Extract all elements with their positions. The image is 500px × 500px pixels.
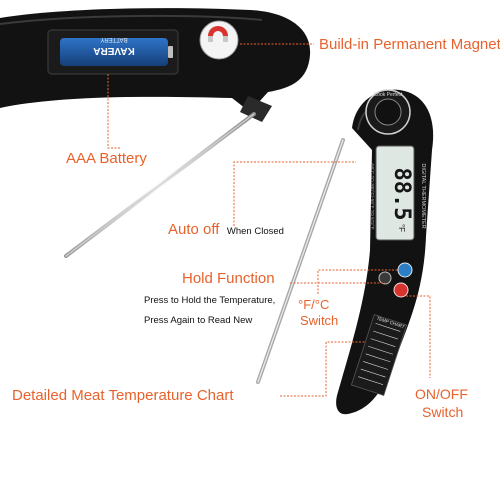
chart-callout-line bbox=[280, 341, 366, 397]
unit-switch-button[interactable] bbox=[397, 262, 413, 278]
hold-function-callout: Hold Function bbox=[182, 270, 275, 287]
battery-terminal bbox=[168, 46, 173, 58]
onoff-callout-line-2: Switch bbox=[422, 404, 464, 420]
lcd-unit: °F bbox=[397, 224, 406, 232]
auto-off-note: When Closed bbox=[226, 226, 284, 237]
magnet-badge bbox=[199, 20, 239, 60]
dial-ring-text: Cook Perfect bbox=[374, 92, 404, 98]
hold-note-line-1: Press to Hold the Temperature, bbox=[144, 295, 276, 306]
hold-button[interactable] bbox=[378, 271, 392, 285]
magnet-icon bbox=[208, 26, 228, 36]
lcd-reading: 88.5 bbox=[389, 168, 414, 221]
auto-off-callout: Auto off When Closed bbox=[168, 222, 284, 238]
lcd-model-label: DIGITAL THERMOMETER bbox=[420, 163, 426, 228]
unit-switch-callout-line-1: °F/°C bbox=[298, 297, 330, 312]
temperature-chart-panel bbox=[350, 314, 408, 396]
battery-type-label: BATTERY bbox=[100, 36, 127, 42]
magnet-callout: Build-in Permanent Magnet bbox=[319, 36, 500, 53]
onoff-callout-line-1: ON/OFF bbox=[415, 386, 468, 402]
power-button[interactable] bbox=[393, 282, 409, 298]
back-body-highlight bbox=[0, 14, 263, 25]
back-hinge bbox=[240, 96, 272, 122]
hold-note-line-2: Press Again to Read New bbox=[144, 315, 253, 326]
onoff-callout-line bbox=[406, 295, 431, 378]
lcd-range-label: -58°C TO 300°C/-58°F TO 572°F bbox=[370, 162, 375, 229]
battery-brand-label: KAVERA bbox=[93, 45, 134, 56]
unit-switch-callout-line bbox=[317, 269, 398, 294]
temperature-chart-lines bbox=[358, 323, 401, 385]
meat-chart-callout: Detailed Meat Temperature Chart bbox=[12, 387, 234, 404]
battery-icon bbox=[60, 38, 168, 66]
auto-off-label: Auto off bbox=[168, 221, 220, 238]
auto-off-callout-line bbox=[233, 161, 356, 226]
battery-callout: AAA Battery bbox=[66, 150, 147, 167]
battery-callout-line bbox=[107, 74, 120, 149]
unit-switch-callout-line-2: Switch bbox=[300, 313, 339, 328]
callout-lines bbox=[107, 43, 431, 397]
lcd-display bbox=[375, 145, 415, 241]
